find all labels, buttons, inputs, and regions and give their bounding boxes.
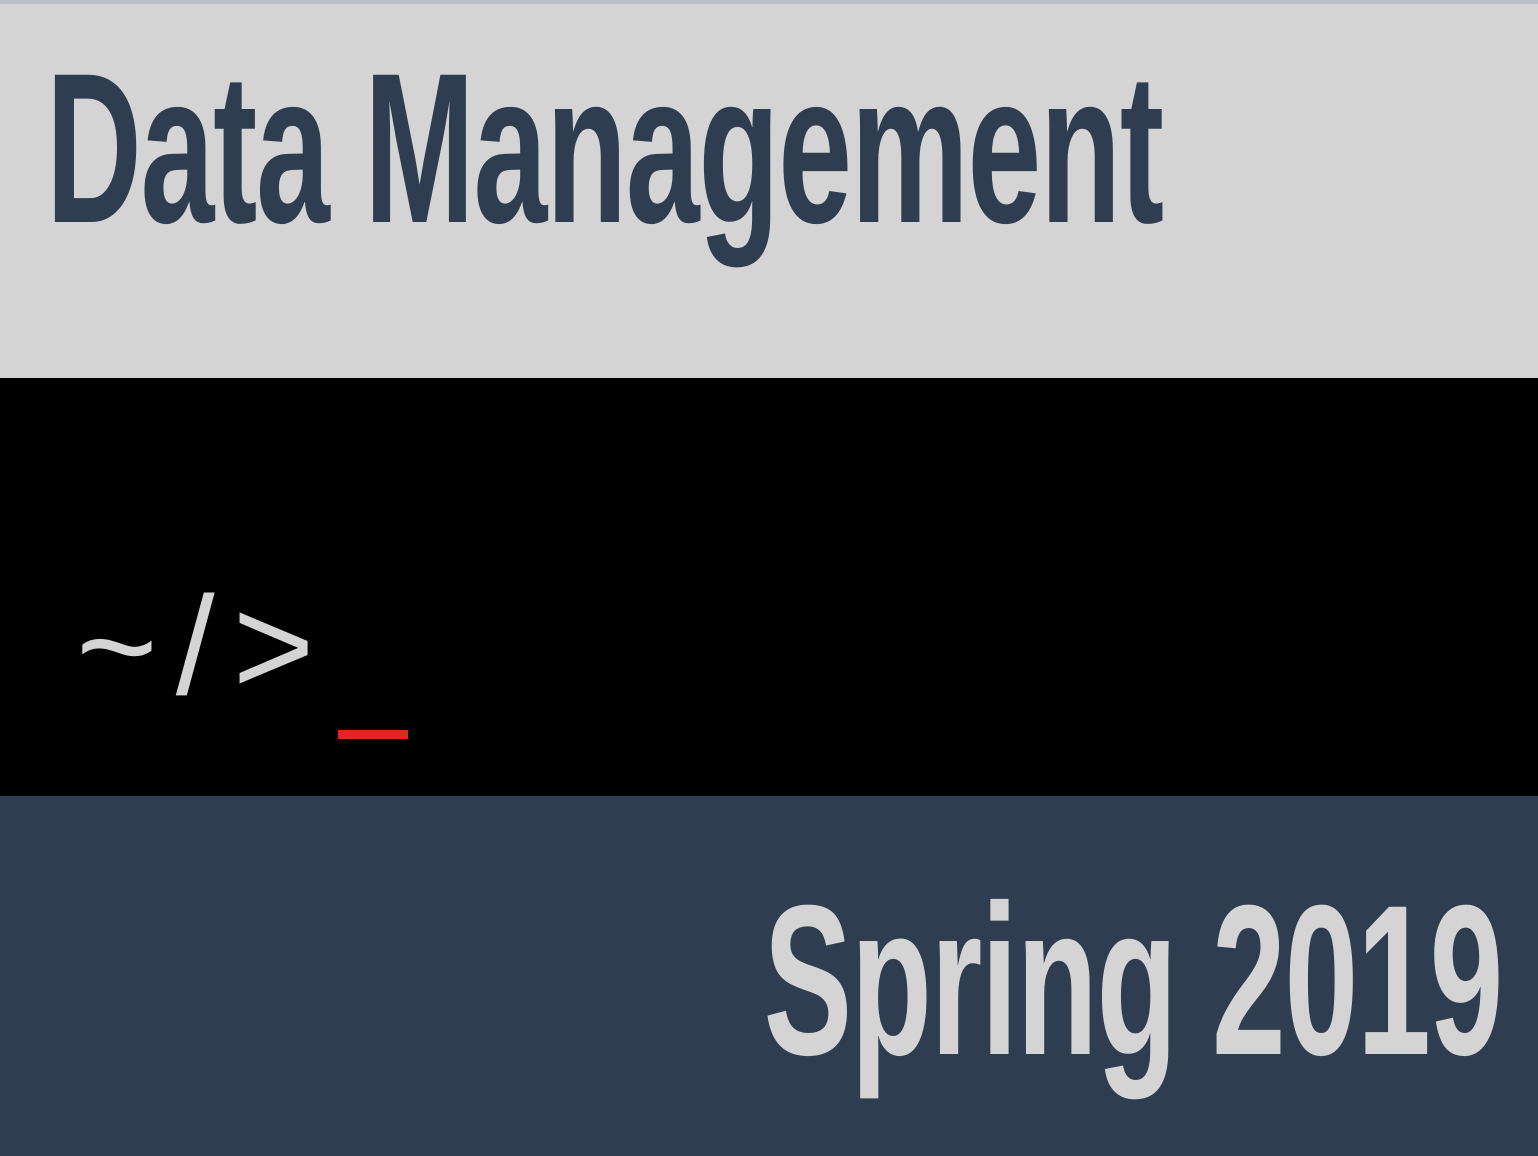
- terminal-cursor-icon: [338, 730, 408, 739]
- terminal-prompt: ~/>: [76, 567, 333, 724]
- terminal-band: ~/>: [0, 378, 1538, 796]
- slide-title: Data Management: [46, 29, 1164, 268]
- footer-band: Spring 2019: [0, 796, 1538, 1156]
- header-band: Data Management: [0, 4, 1538, 378]
- slide-top-border: [0, 0, 1538, 4]
- semester-label: Spring 2019: [763, 861, 1503, 1100]
